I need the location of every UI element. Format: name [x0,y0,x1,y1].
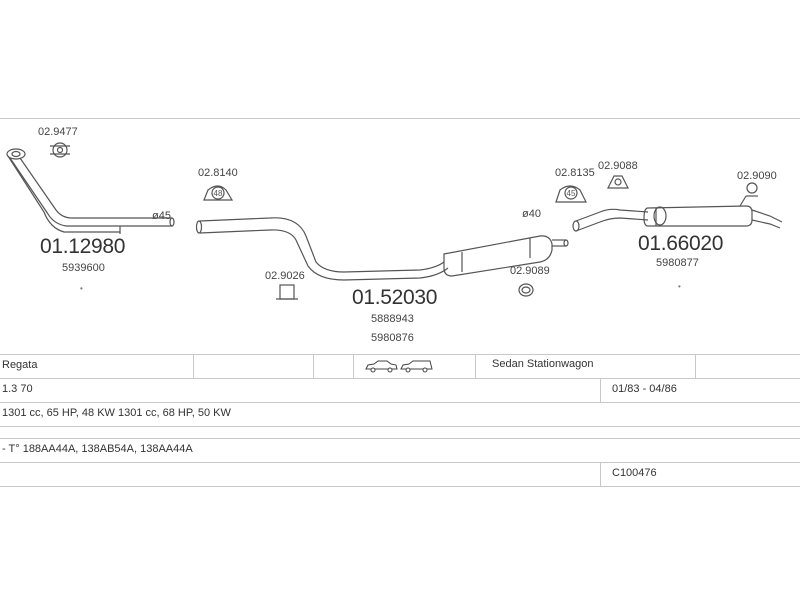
exhaust-system-diagram: 48 45 [6,142,783,300]
table-col-divider-3 [353,354,354,378]
table-line-6 [0,462,800,463]
body-types: Sedan Stationwagon [492,358,594,370]
hanger-45-part-number: 02.8135 [555,167,595,179]
hanger-48-part-number: 02.8140 [198,167,238,179]
rear-silencer-dot: • [678,282,681,291]
engine-codes: - T° 188AA44A, 138AB54A, 138AA44A [2,443,193,455]
bracket-part-number: 02.9026 [265,270,305,282]
table-line-4 [0,426,800,427]
bracket-9088-part-number: 02.9088 [598,160,638,172]
center-section-oe-number-1: 5888943 [371,313,414,325]
table-col-divider-2 [313,354,314,378]
table-col-divider-7 [600,462,601,486]
hanger-45-ring-label: 45 [567,189,576,198]
table-col-divider-6 [600,378,601,402]
top-frame-line [0,118,800,119]
kit-number: C100476 [612,467,657,479]
center-section-oe-number-2: 5980876 [371,332,414,344]
center-pipe-diameter: ø40 [522,208,541,220]
table-line-2 [0,378,800,379]
bracket-drawing [276,284,298,300]
front-pipe-drawing [6,148,175,234]
sedan-car-icon [365,360,398,373]
table-line-1 [0,354,800,355]
center-section-part-number: 01.52030 [352,286,438,309]
engine-displacement: 1.3 70 [2,383,33,395]
table-line-7 [0,486,800,487]
hanger-48-ring-label: 48 [214,189,223,198]
front-pipe-diameter: ø45 [152,210,171,222]
table-col-divider-5 [695,354,696,378]
hanger-48-drawing [203,185,234,201]
body-type-icons [365,358,433,379]
hanger-9090-part-number: 02.9090 [737,170,777,182]
rear-silencer-oe-number: 5980877 [656,257,699,269]
table-col-divider-1 [193,354,194,378]
engine-power: 1301 cc, 65 HP, 48 KW 1301 cc, 68 HP, 50… [2,407,231,419]
front-pipe-oe-number: 5939600 [62,262,105,274]
front-pipe-dot: • [80,284,83,293]
bracket-9088-drawing [607,175,629,189]
station-wagon-car-icon [400,360,433,373]
model-name: Regata [2,359,38,371]
production-years: 01/83 - 04/86 [612,383,677,395]
table-line-3 [0,402,800,403]
clamp-drawing [50,142,70,158]
table-col-divider-4 [475,354,476,378]
rear-silencer-part-number: 01.66020 [638,232,724,255]
hanger-45-drawing [555,185,587,203]
center-pipe-drawing [195,217,569,281]
front-pipe-part-number: 01.12980 [40,235,126,258]
table-line-5 [0,438,800,439]
rear-silencer-drawing [572,195,783,232]
hanger-9090-drawing [746,182,758,197]
ring-part-number: 02.9089 [510,265,550,277]
clamp-part-number: 02.9477 [38,126,78,138]
ring-drawing [518,283,534,297]
